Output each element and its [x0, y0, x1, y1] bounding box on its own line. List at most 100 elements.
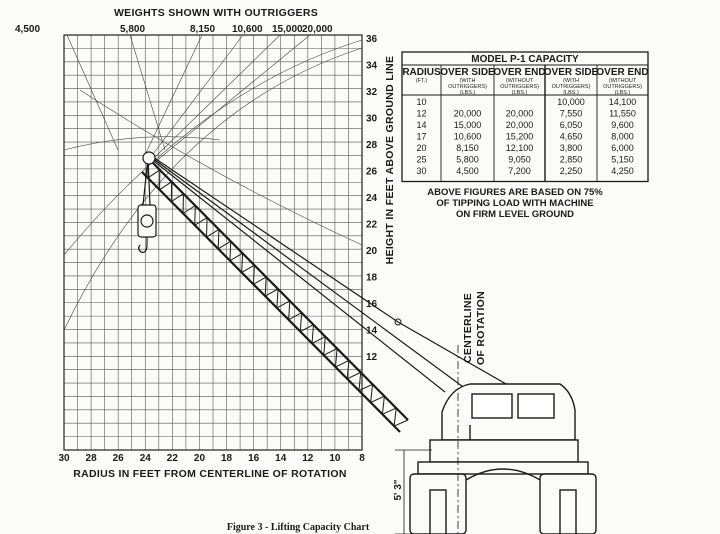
x-tick-label: 16	[248, 453, 260, 464]
weight-line-8150	[144, 34, 203, 156]
table-header-sublabel: (LBS.)	[615, 90, 631, 96]
weight-lines	[66, 34, 311, 163]
capacity-note-line: OF TIPPING LOAD WITH MACHINE	[436, 198, 593, 209]
boom-cable-2	[149, 157, 446, 393]
y-tick-label: 18	[366, 273, 378, 284]
boom-lattice-strut	[323, 336, 326, 356]
boom-lattice-strut	[358, 372, 362, 391]
boom-cable-4	[397, 321, 521, 393]
boom-lattice-strut	[229, 241, 232, 261]
radius-arc-inner	[63, 136, 221, 151]
height-dimension	[395, 449, 432, 534]
y-tick-label: 34	[366, 61, 378, 72]
boom-lattice-strut	[241, 253, 244, 273]
boom-lattice-strut	[206, 229, 220, 238]
table-header-sublabel: (WITHOUT	[609, 78, 637, 84]
x-tick-label: 26	[113, 453, 125, 464]
top-weight-label: 5,800	[120, 24, 145, 35]
table-header-sublabel: (WITH	[460, 78, 476, 84]
boom-lattice-strut	[217, 229, 220, 249]
chart-title: WEIGHTS SHOWN WITH OUTRIGGERS	[114, 7, 318, 19]
table-header-sublabel: OUTRIGGERS)	[448, 84, 487, 90]
boom-lattice-strut	[311, 324, 314, 344]
table-cell: 5,150	[611, 155, 634, 165]
x-tick-label: 30	[58, 453, 70, 464]
table-cell: 5,800	[456, 155, 479, 165]
table-cell: 10,000	[557, 97, 585, 107]
table-header-label: OVER SIDE	[544, 67, 599, 78]
y-tick-label: 32	[366, 87, 378, 98]
boom-lattice-strut	[194, 217, 208, 226]
table-cell: 4,650	[560, 132, 583, 142]
table-cell: 14	[416, 120, 426, 130]
boom-lattice-strut	[182, 205, 196, 214]
top-weight-label: 15,000	[272, 24, 303, 35]
y-tick-label: 20	[366, 246, 378, 257]
boom-lattice-strut	[393, 408, 397, 427]
boom-lattice-strut	[217, 240, 231, 250]
table-cell: 9,050	[508, 155, 531, 165]
weight-line-4500	[66, 34, 119, 151]
table-cell: 7,550	[560, 109, 583, 119]
boom-lattice-strut	[229, 252, 243, 262]
table-cell: 20,000	[506, 109, 534, 119]
table-cell: 3,800	[560, 143, 583, 153]
crane-boom	[141, 154, 521, 433]
table-cell: 10,600	[454, 132, 482, 142]
table-cell: 17	[416, 132, 426, 142]
table-header-sublabel: OUTRIGGERS)	[500, 84, 539, 90]
table-cell: 6,000	[611, 143, 634, 153]
weight-line-10600	[149, 34, 244, 159]
capacity-note-line: ABOVE FIGURES ARE BASED ON 75%	[427, 187, 603, 198]
carrier-axle	[465, 468, 541, 481]
table-cell: 4,500	[456, 166, 479, 176]
boom-lattice-strut	[370, 384, 374, 403]
crane-machine	[409, 383, 597, 534]
weight-line-20000	[154, 34, 311, 163]
table-cell: 15,200	[506, 132, 534, 142]
boom-lattice-strut	[347, 371, 361, 380]
x-tick-label: 24	[140, 453, 152, 464]
boom-lattice-strut	[171, 193, 184, 202]
boom-lattice-strut	[276, 300, 291, 309]
radius-arc-outer	[63, 47, 363, 331]
table-header-sublabel: (LBS.)	[512, 90, 528, 96]
x-tick-label: 28	[86, 453, 98, 464]
outrigger-right	[559, 489, 577, 534]
table-header-sublabel: OUTRIGGERS)	[552, 84, 591, 90]
boom-lattice-strut	[288, 312, 302, 321]
table-cell: 12,100	[506, 143, 534, 153]
table-cell: 7,200	[508, 166, 531, 176]
y-tick-label: 12	[366, 352, 378, 363]
boom-lattice-strut	[288, 300, 291, 320]
table-header-sublabel: (FT.)	[416, 78, 427, 84]
boom-lattice-strut	[393, 419, 409, 427]
top-weight-label: 10,600	[232, 24, 263, 35]
table-cell: 2,850	[560, 155, 583, 165]
boom-lattice-strut	[264, 288, 279, 297]
boom-cable-3	[154, 159, 471, 393]
y-tick-label: 36	[366, 34, 378, 45]
boom-lattice-strut	[299, 312, 303, 332]
x-tick-label: 12	[302, 453, 314, 464]
boom-lattice-strut	[358, 383, 373, 392]
y-tick-label: 24	[366, 193, 378, 204]
boom-lattice-strut	[206, 217, 208, 238]
grid-frame	[63, 34, 363, 451]
boom-cable-1	[149, 154, 399, 323]
boom-lattice-strut	[159, 181, 172, 191]
table-cell: 12	[416, 109, 426, 119]
boom-lattice-strut	[382, 407, 397, 415]
table-header-label: OVER SIDE	[440, 67, 495, 78]
radius-arc-lower	[79, 89, 363, 246]
cable-sheave	[394, 318, 402, 326]
height-dimension-label: 5' 3"	[393, 479, 404, 500]
boom-lattice-strut	[335, 348, 338, 368]
weight-line-5800	[129, 34, 166, 151]
table-header-label: OVER END	[596, 67, 648, 78]
table-header-sublabel: OUTRIGGERS)	[603, 84, 642, 90]
table-header-sublabel: (WITH	[563, 78, 579, 84]
